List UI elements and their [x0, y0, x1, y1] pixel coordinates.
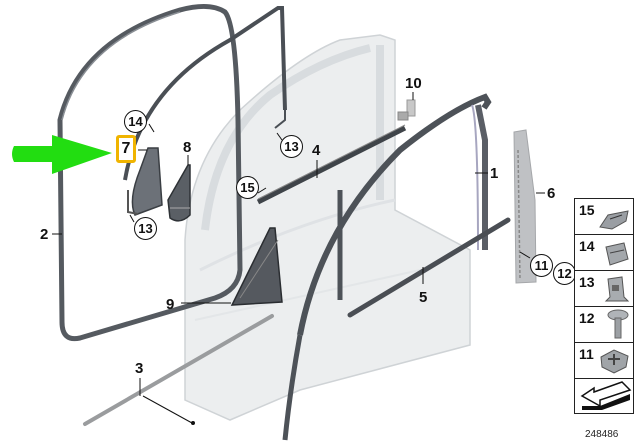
clip-13-icon — [604, 276, 630, 302]
diagram-reference-number: 248486 — [585, 429, 619, 440]
small-parts-legend: 15 14 13 12 11 — [574, 198, 634, 414]
callout-15[interactable]: 15 — [236, 176, 259, 199]
clip-14-icon — [605, 242, 629, 266]
callout-7-highlighted[interactable]: 7 — [116, 135, 136, 163]
callout-5[interactable]: 5 — [419, 289, 428, 306]
callout-12[interactable]: 12 — [553, 262, 576, 285]
screw-icon — [607, 309, 629, 339]
clip-15-icon — [599, 210, 629, 230]
callout-3[interactable]: 3 — [135, 360, 144, 377]
legend-item-13[interactable]: 13 — [574, 270, 634, 306]
legend-item-12[interactable]: 12 — [574, 306, 634, 342]
callout-13-top[interactable]: 13 — [280, 135, 303, 158]
callout-13-left[interactable]: 13 — [134, 217, 157, 240]
direction-arrow-icon — [580, 381, 632, 410]
legend-item-11[interactable]: 11 — [574, 342, 634, 378]
callout-4[interactable]: 4 — [312, 142, 321, 159]
legend-direction[interactable] — [574, 378, 634, 414]
callout-2[interactable]: 2 — [40, 226, 49, 243]
legend-item-15[interactable]: 15 — [574, 198, 634, 234]
callout-10[interactable]: 10 — [405, 75, 422, 92]
callout-14[interactable]: 14 — [124, 110, 147, 133]
nut-clip-icon — [600, 349, 629, 374]
callout-6[interactable]: 6 — [547, 185, 556, 202]
callout-8[interactable]: 8 — [183, 139, 192, 156]
callout-11[interactable]: 11 — [530, 254, 553, 277]
legend-item-14[interactable]: 14 — [574, 234, 634, 270]
callout-1[interactable]: 1 — [490, 165, 499, 182]
callout-9[interactable]: 9 — [166, 296, 175, 313]
